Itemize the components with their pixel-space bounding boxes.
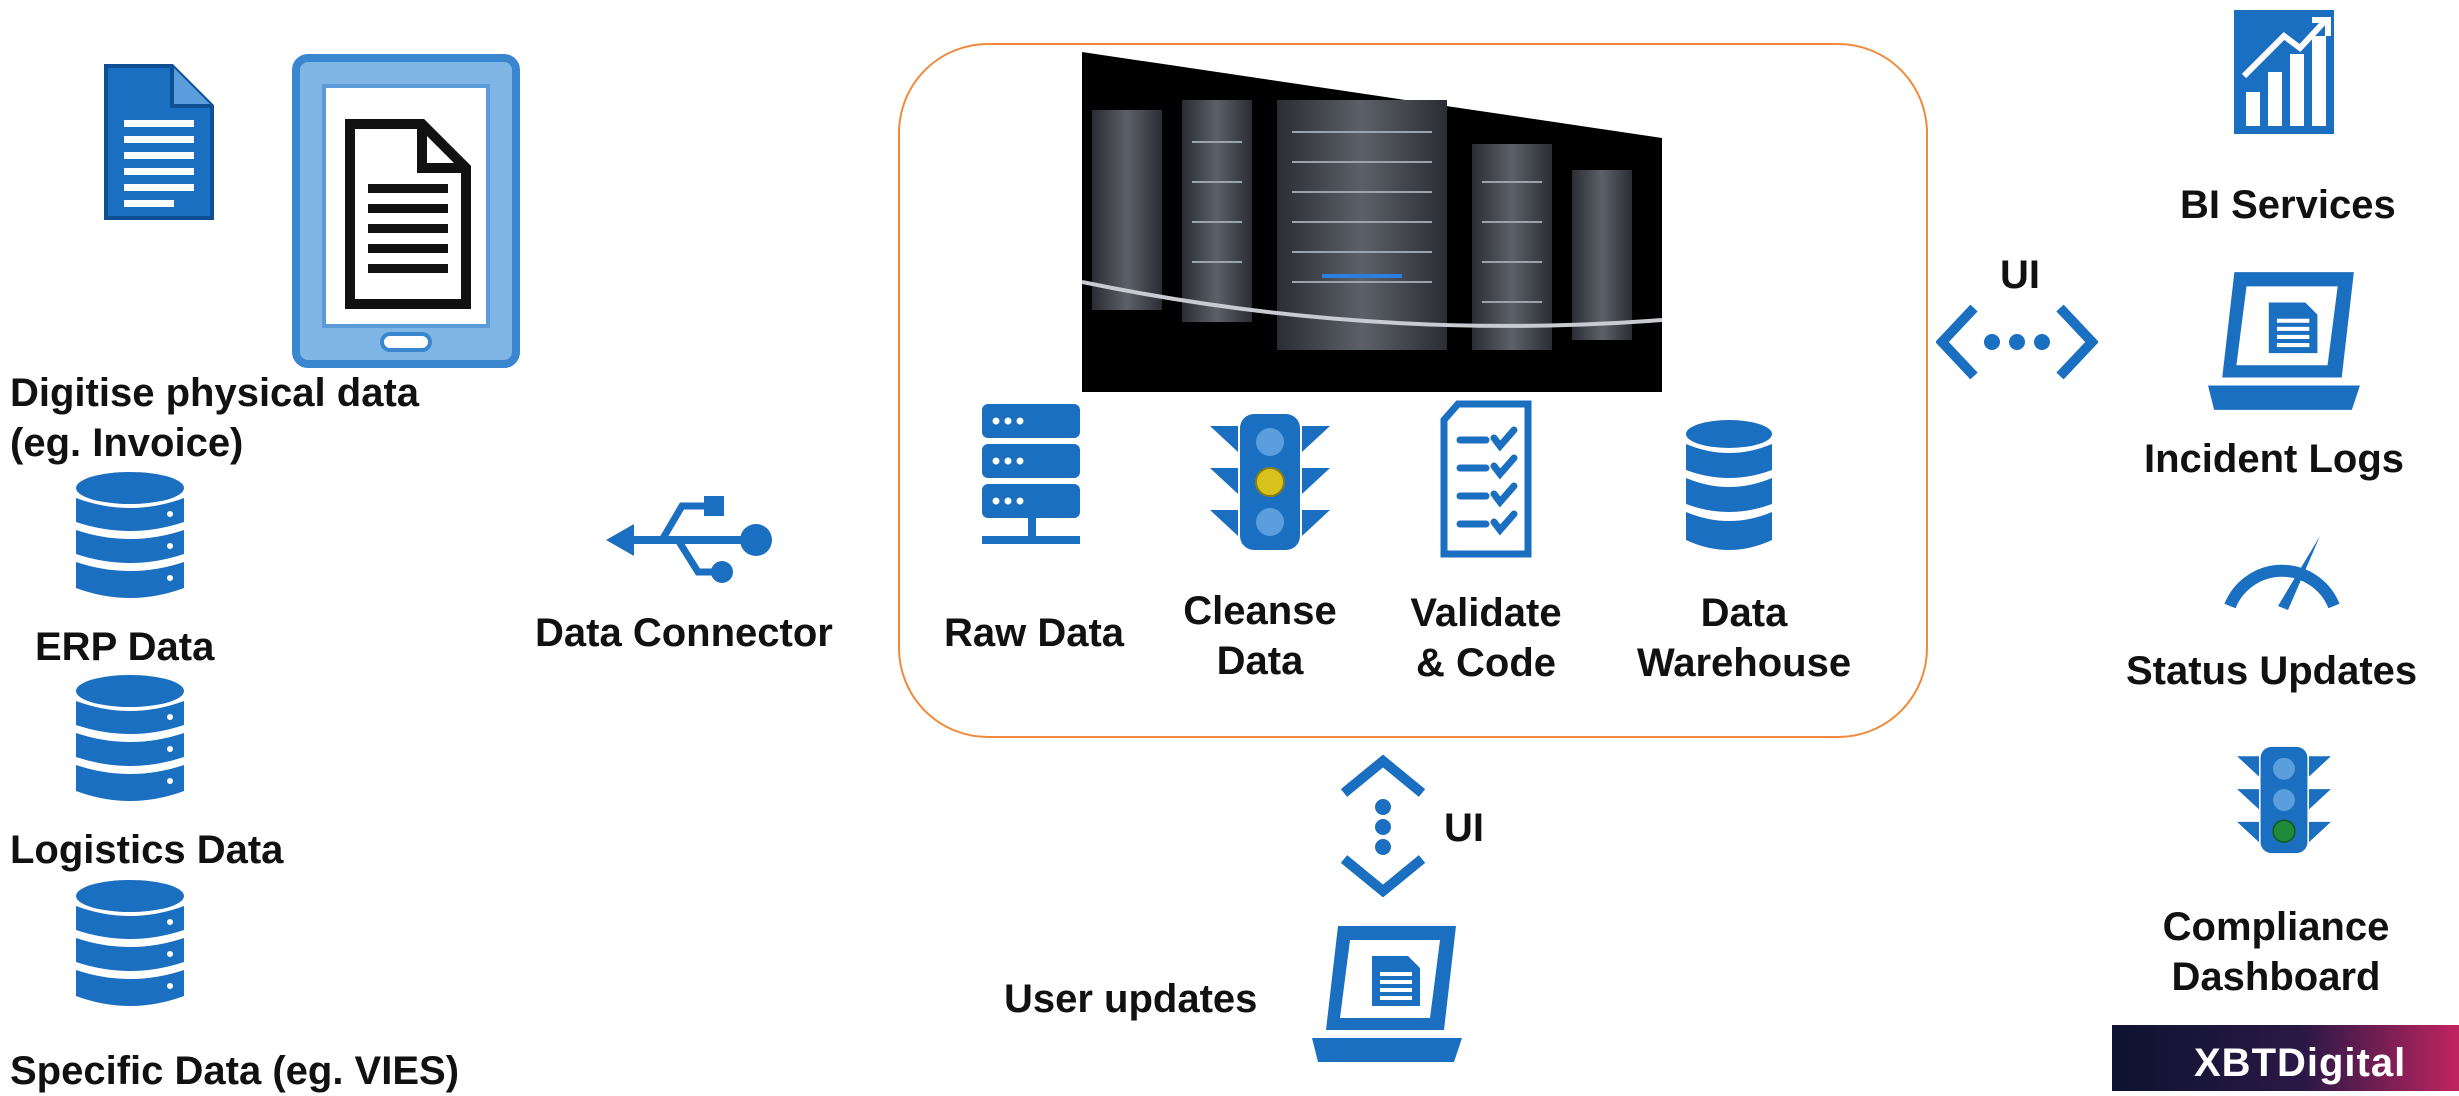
stage-warehouse-line1: Data xyxy=(1700,591,1788,635)
erp-label: ERP Data xyxy=(35,625,215,669)
stage-cleanse-line2: Data xyxy=(1216,639,1304,683)
digitise-label-line2: (eg. Invoice) xyxy=(10,421,244,465)
stage-cleanse-label: Cleanse Data xyxy=(1160,586,1360,686)
server-rack-image xyxy=(1082,52,1662,392)
compliance-line1: Compliance xyxy=(2162,905,2390,949)
ui-bottom-label: UI xyxy=(1444,806,1484,850)
ui-right-label: UI xyxy=(2000,253,2040,297)
incident-logs-label: Incident Logs xyxy=(2144,437,2404,481)
user-laptop-icon xyxy=(1312,926,1462,1062)
compliance-line2: Dashboard xyxy=(2171,955,2381,999)
brand-badge: XBTDigital xyxy=(2112,1025,2459,1091)
database-icon xyxy=(1686,420,1772,550)
digitise-label-line1: Digitise physical data xyxy=(10,371,420,415)
traffic-light-icon xyxy=(1210,414,1330,550)
stage-validate-line1: Validate xyxy=(1410,591,1562,635)
speedometer-icon xyxy=(2224,536,2340,610)
stage-raw-data-line1: Raw Data xyxy=(943,611,1125,655)
stage-warehouse-label: Data Warehouse xyxy=(1614,588,1874,688)
stage-cleanse-line1: Cleanse xyxy=(1183,589,1337,633)
status-updates-label: Status Updates xyxy=(2126,649,2418,693)
brand-text: XBTDigital xyxy=(2194,1041,2407,1085)
logistics-label: Logistics Data xyxy=(10,828,284,872)
server-stack-icon xyxy=(982,404,1080,544)
usb-icon xyxy=(606,496,772,583)
stage-raw-data-label: Raw Data xyxy=(934,608,1134,658)
ui-right-arrows-icon xyxy=(1936,304,2098,380)
bi-chart-icon xyxy=(2234,10,2334,134)
incident-laptop-icon xyxy=(2208,272,2360,410)
user-updates-label: User updates xyxy=(1004,977,1258,1021)
data-connector-label: Data Connector xyxy=(535,611,833,655)
checklist-icon xyxy=(1440,400,1532,558)
digitise-label: Digitise physical data (eg. Invoice) xyxy=(10,368,419,468)
stage-validate-line2: & Code xyxy=(1416,641,1556,685)
document-icon xyxy=(104,64,214,220)
erp-database-icon xyxy=(76,472,184,598)
compliance-traffic-light-icon xyxy=(2237,746,2331,854)
stage-warehouse-line2: Warehouse xyxy=(1636,641,1852,685)
tablet-scanner-icon xyxy=(292,54,520,368)
stage-validate-label: Validate & Code xyxy=(1386,588,1586,688)
bi-services-label: BI Services xyxy=(2180,183,2396,227)
specific-database-icon xyxy=(76,880,184,1006)
specific-label: Specific Data (eg. VIES) xyxy=(10,1049,460,1093)
ui-bottom-arrows-icon xyxy=(1340,755,1426,897)
compliance-dashboard-label: Compliance Dashboard xyxy=(2136,902,2416,1002)
logistics-database-icon xyxy=(76,675,184,801)
